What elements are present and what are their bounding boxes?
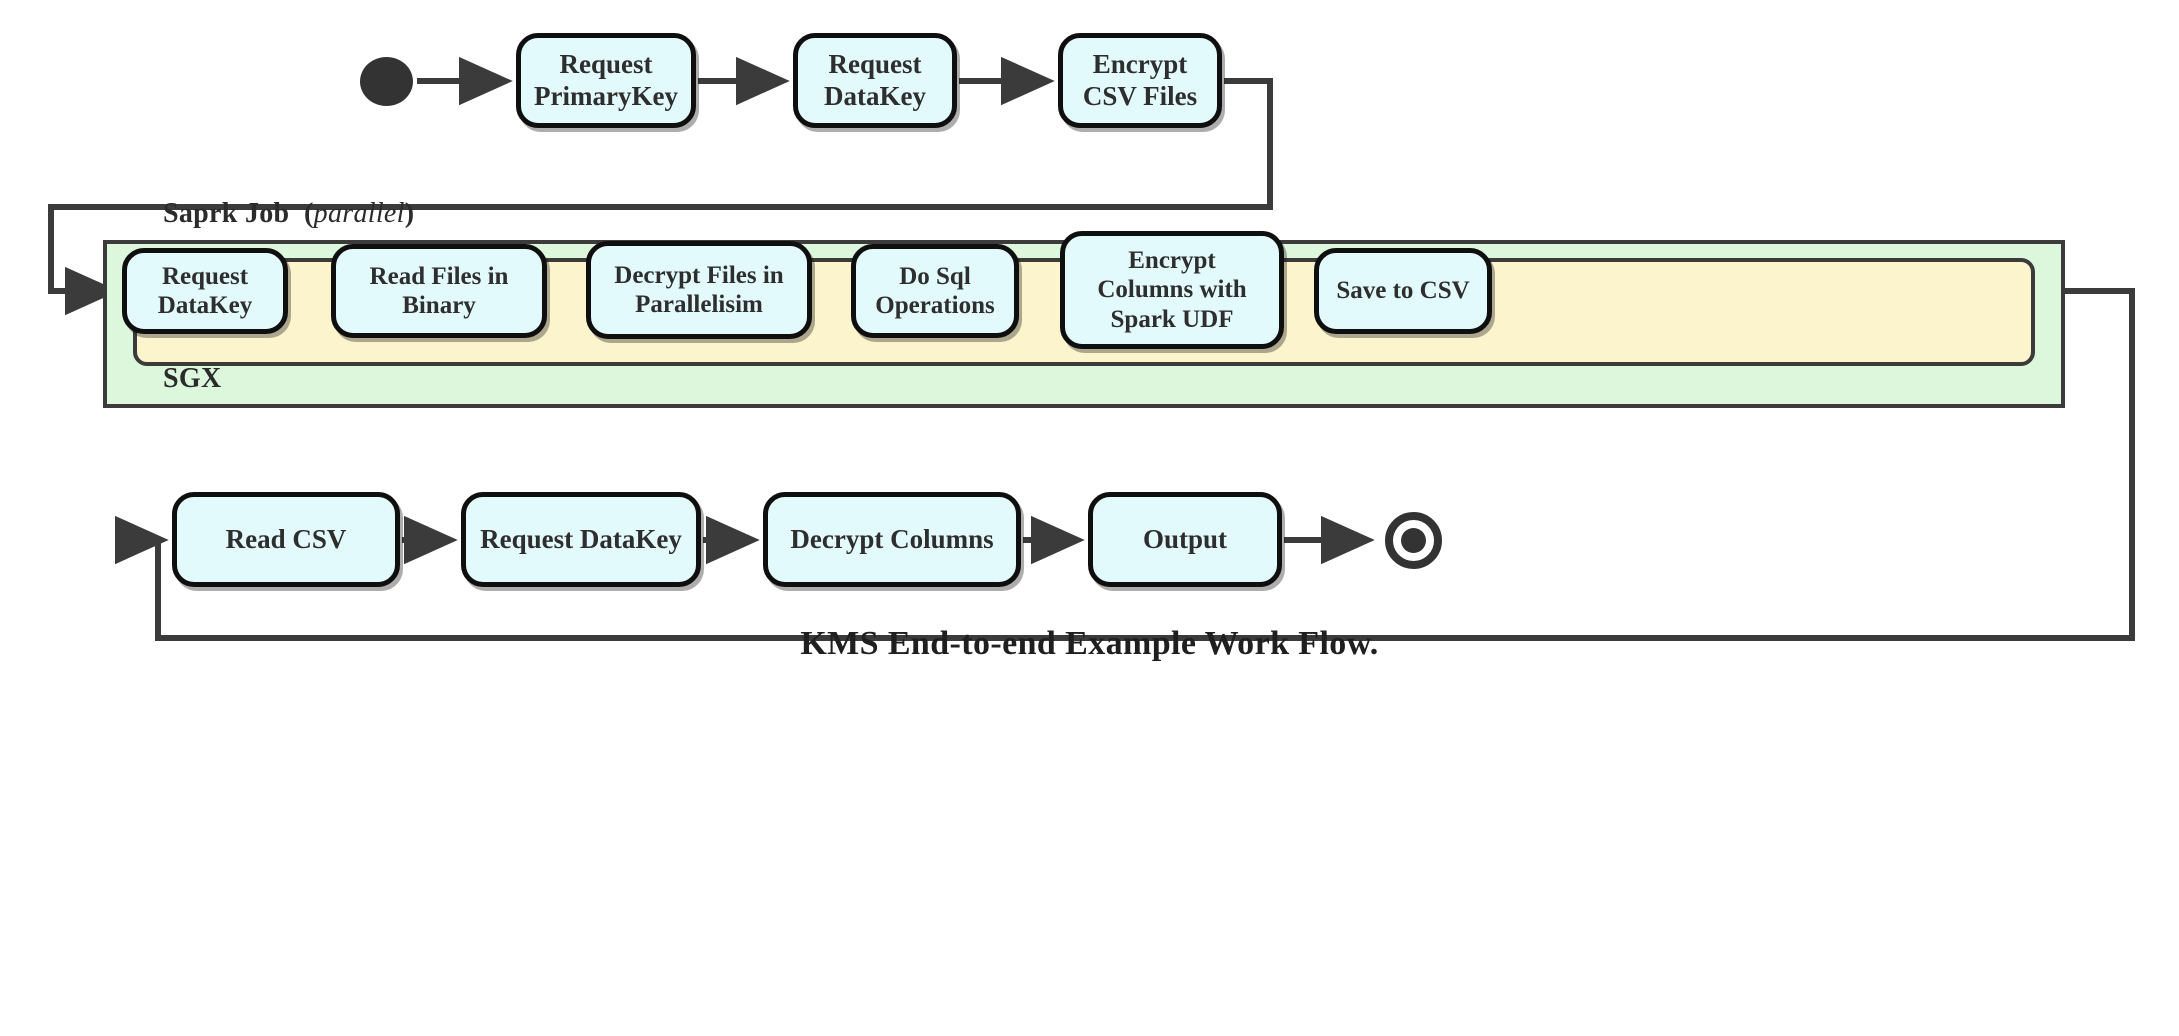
node-encrypt-columns-with-spark-udf[interactable]: Encrypt Columns with Spark UDF bbox=[1060, 231, 1284, 349]
node-request-datakey-bottom[interactable]: Request DataKey bbox=[461, 492, 701, 587]
node-decrypt-files-in-parallelisim[interactable]: Decrypt Files in Parallelisim bbox=[586, 241, 812, 339]
node-request-datakey-spark[interactable]: Request DataKey bbox=[122, 248, 288, 334]
node-line: PrimaryKey bbox=[534, 80, 678, 111]
end-node-icon bbox=[1385, 512, 1442, 569]
figure-caption: KMS End-to-end Example Work Flow. bbox=[800, 625, 1379, 662]
spark-job-label-italic: parallel bbox=[313, 198, 405, 229]
node-line: Request bbox=[828, 48, 922, 79]
node-request-datakey-top[interactable]: Request DataKey bbox=[793, 33, 957, 128]
node-line: Request bbox=[161, 262, 249, 290]
start-node-icon bbox=[360, 57, 413, 106]
node-line: Spark UDF bbox=[1110, 305, 1234, 333]
spark-job-label-paren-open: ( bbox=[304, 198, 314, 229]
node-line: Decrypt Files in bbox=[614, 261, 784, 289]
node-read-csv[interactable]: Read CSV bbox=[172, 492, 400, 587]
node-line: Encrypt bbox=[1092, 48, 1188, 79]
node-line: Parallelisim bbox=[635, 291, 763, 318]
node-decrypt-columns[interactable]: Decrypt Columns bbox=[763, 492, 1021, 587]
node-save-to-csv[interactable]: Save to CSV bbox=[1314, 248, 1492, 334]
node-line: Read Files in bbox=[369, 262, 509, 290]
node-line: Encrypt bbox=[1128, 246, 1216, 274]
spark-job-label-bold: Saprk Job bbox=[163, 198, 290, 229]
node-line: DataKey bbox=[157, 292, 253, 319]
node-request-primarykey[interactable]: Request PrimaryKey bbox=[516, 33, 696, 128]
node-line: Do Sql bbox=[899, 262, 971, 290]
node-read-files-in-binary[interactable]: Read Files in Binary bbox=[331, 244, 547, 338]
node-line: CSV Files bbox=[1082, 80, 1198, 111]
node-line: Columns with bbox=[1097, 276, 1247, 304]
node-do-sql-operations[interactable]: Do Sql Operations bbox=[851, 244, 1019, 338]
node-output[interactable]: Output bbox=[1088, 492, 1282, 587]
node-line: Read CSV bbox=[225, 523, 347, 554]
node-line: Operations bbox=[875, 292, 995, 319]
sgx-container-label: SGX bbox=[163, 363, 222, 394]
spark-job-label-paren-close: ) bbox=[404, 198, 415, 229]
node-line: Save to CSV bbox=[1336, 277, 1470, 305]
node-line: Request DataKey bbox=[480, 523, 682, 554]
node-encrypt-csv-files[interactable]: Encrypt CSV Files bbox=[1058, 33, 1222, 128]
spark-job-container-label: Saprk Job (parallel) bbox=[163, 198, 414, 230]
node-line: Request bbox=[559, 48, 653, 79]
node-line: Output bbox=[1142, 523, 1228, 554]
node-line: DataKey bbox=[824, 80, 926, 111]
node-line: Decrypt Columns bbox=[790, 523, 994, 554]
end-node-inner-dot bbox=[1401, 528, 1426, 553]
node-line: Binary bbox=[402, 292, 476, 319]
